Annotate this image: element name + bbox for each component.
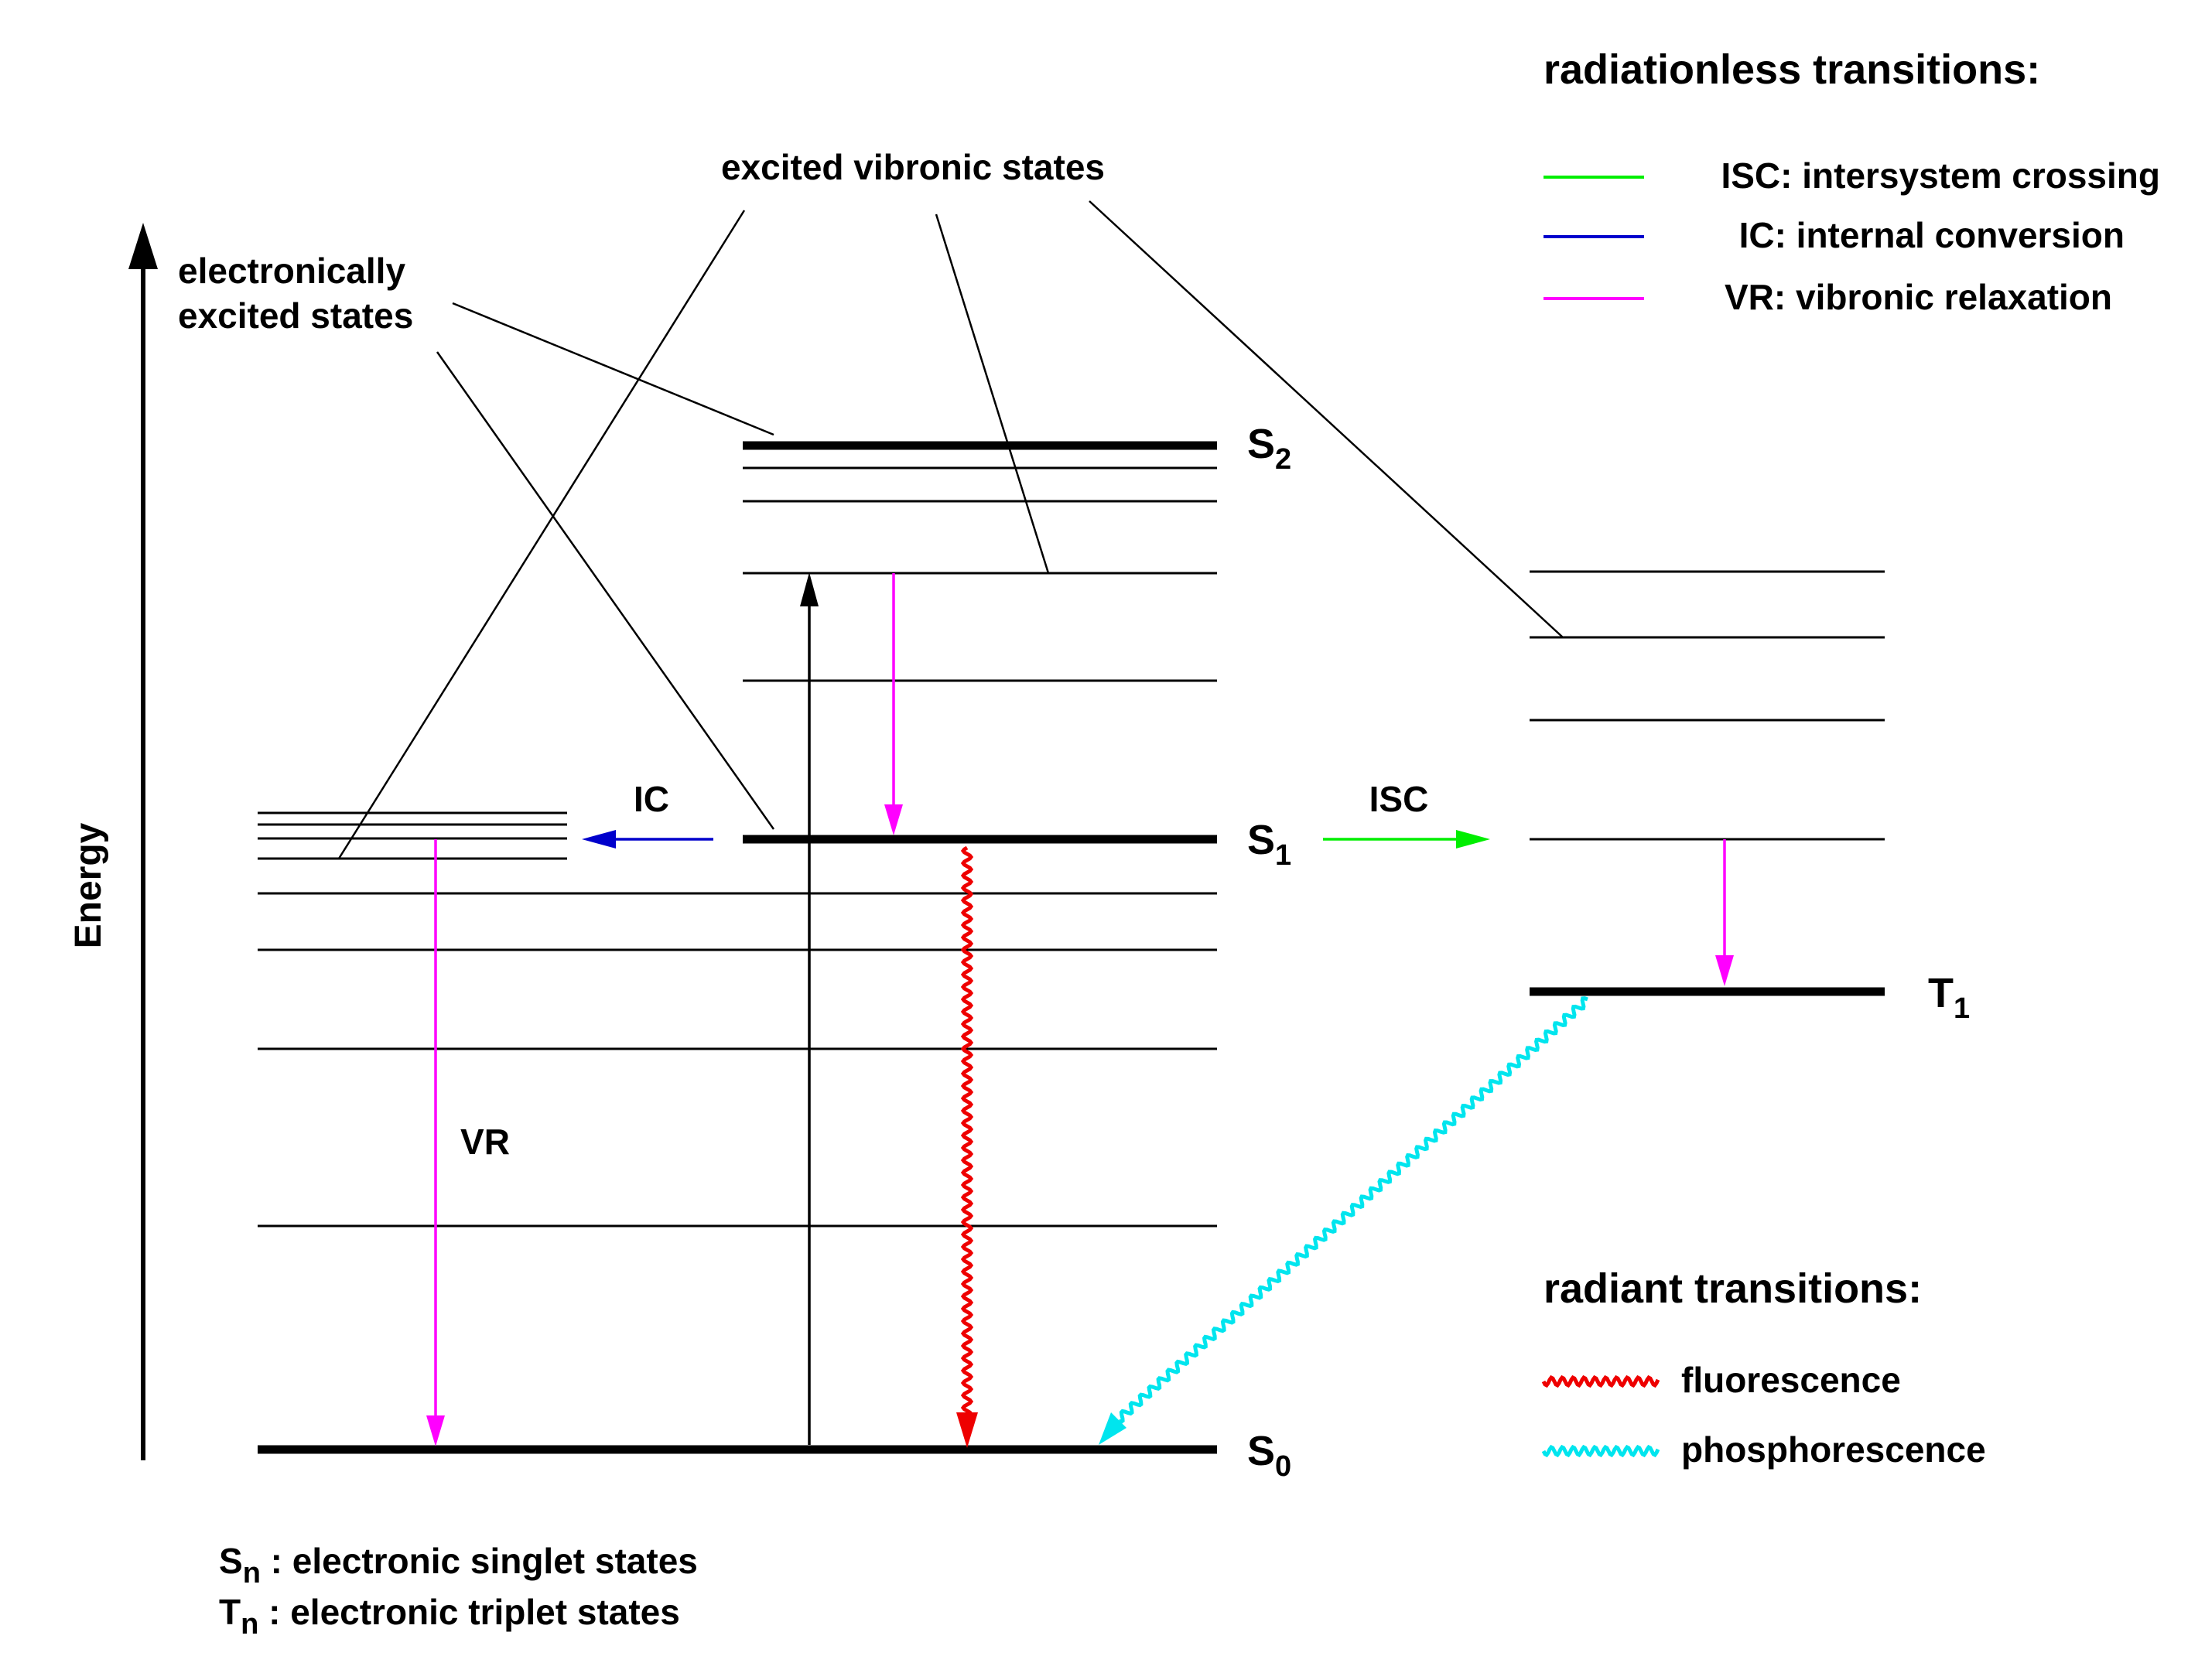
left-vibronic-levels	[258, 811, 567, 860]
energy-axis-label: Energy	[68, 822, 109, 948]
annotation-pointers	[337, 200, 1564, 859]
legend-radiationless: radiationless transitions: ISC: intersys…	[1544, 46, 2160, 317]
legend-isc-label: ISC: intersystem crossing	[1721, 155, 2160, 196]
pointer-vibronic-to-s1	[935, 213, 1050, 574]
t1-vibronic-levels	[1530, 570, 1885, 841]
state-label-s1: S1	[1247, 817, 1291, 872]
vr-label: VR	[460, 1122, 510, 1162]
state-label-s2: S2	[1247, 421, 1291, 476]
legend-radiationless-title: radiationless transitions:	[1544, 46, 2040, 93]
pointer-electronic-to-s2	[452, 302, 774, 436]
energy-axis: Energy	[68, 223, 158, 1460]
fluorescence-arrow	[956, 845, 978, 1448]
ic-arrow	[582, 830, 713, 849]
legend-vr-label: VR: vibronic relaxation	[1725, 277, 2112, 317]
legend-phosphorescence-swatch	[1541, 1444, 1660, 1458]
vr-arrow-t1	[1715, 839, 1734, 986]
pointer-vibronic-to-t1	[1089, 200, 1564, 638]
annotation-electronically: electronically	[178, 251, 405, 291]
note-singlet: Sn : electronic singlet states	[219, 1541, 698, 1590]
energy-axis-arrowhead	[128, 223, 158, 269]
legend-radiant-title: radiant transitions:	[1544, 1265, 1922, 1312]
isc-arrow	[1323, 830, 1490, 849]
state-label-s0: S0	[1247, 1428, 1291, 1483]
isc-label: ISC	[1369, 779, 1429, 819]
legend-phosphorescence-label: phosphorescence	[1681, 1429, 1986, 1470]
pointer-vibronic-to-left	[337, 210, 746, 859]
note-triplet: Tn : electronic triplet states	[219, 1592, 680, 1641]
annotation-excited-states: excited states	[178, 295, 413, 336]
state-label-t1: T1	[1928, 970, 1970, 1025]
vr-arrow-s1	[884, 573, 903, 835]
pointer-electronic-to-s1	[436, 351, 775, 830]
state-notes: Sn : electronic singlet states Tn : elec…	[219, 1541, 698, 1641]
absorption-arrow	[800, 572, 819, 1445]
annotation-excited-vibronic: excited vibronic states	[721, 147, 1105, 187]
legend-radiant: radiant transitions: fluorescence phosph…	[1541, 1265, 1986, 1470]
legend-ic-label: IC: internal conversion	[1739, 215, 2125, 255]
legend-fluorescence-label: fluorescence	[1681, 1360, 1901, 1400]
vr-arrow-left	[426, 839, 445, 1446]
phosphorescence-arrow	[1099, 996, 1588, 1445]
s0-vibronic-levels	[258, 892, 1217, 1228]
legend-fluorescence-swatch	[1541, 1374, 1660, 1388]
ic-label: IC	[634, 779, 669, 819]
s1-vibronic-levels	[743, 572, 1217, 682]
s2-vibronic-levels	[743, 466, 1217, 503]
